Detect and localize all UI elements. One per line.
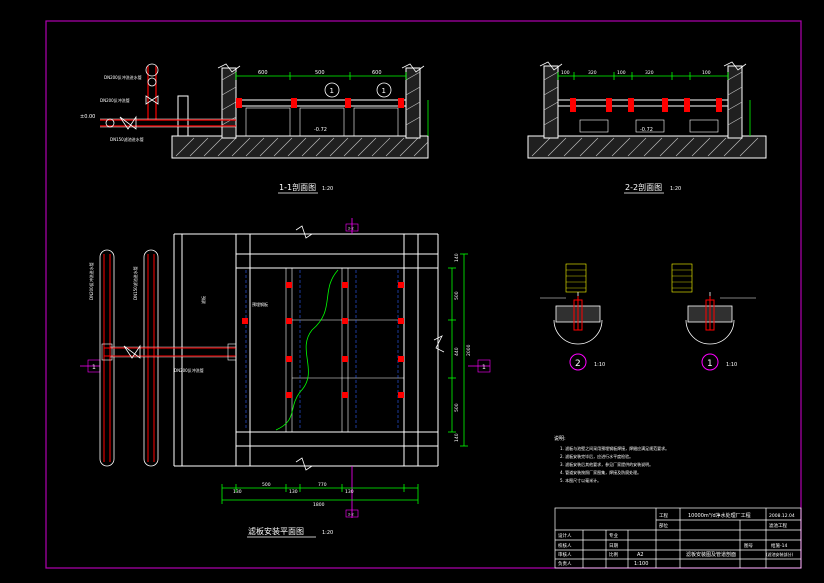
section-2-dim-2: 320 (588, 70, 597, 76)
plan-pipe-note-3: DN200反冲洗管 (174, 367, 204, 373)
notes-line-2: 2. 滤板安装完毕后，应进行水平度检验。 (560, 453, 633, 459)
section-1-1: 600 500 600 1 1 -0.72 ±0.00 DN200反冲洗进水管 … (80, 63, 429, 194)
notes-block: 说明: 1. 滤板与池壁之间采用预埋钢板焊接，焊缝应满足规范要求。 2. 滤板安… (554, 435, 669, 483)
section-1-pipes (100, 63, 236, 130)
detail-1-scale: 1:10 (726, 362, 737, 368)
plan-inner-note-1: 滤板 (200, 296, 206, 304)
notes-line-1: 1. 滤板与池壁之间采用预埋钢板焊接，焊缝应满足规范要求。 (560, 445, 669, 451)
plan-scale: 1:20 (322, 530, 333, 536)
section-1-level-left: ±0.00 (80, 114, 95, 120)
section-2-scale: 1:20 (670, 186, 681, 192)
tb-col-3: 比例 (609, 551, 618, 558)
notes-line-3: 3. 滤板安装后其他要求，参见厂家提供的安装说明。 (560, 461, 653, 467)
section-1-dim-2: 500 (315, 70, 325, 76)
plan-right-dim-3: 440 (454, 347, 460, 356)
title-block (554, 507, 802, 569)
tb-project-name: 10000m³/d净水处理厂工程 (688, 512, 751, 519)
tb-date: 2008.12.04 (769, 513, 795, 519)
plan-inner-note-2: 预埋钢板 (252, 301, 268, 307)
tb-col-1: 专业 (609, 532, 618, 539)
detail-2-number: 2 (575, 359, 581, 369)
section-2-right-wall (727, 65, 743, 139)
section-2-dim-4: 320 (645, 70, 654, 76)
plan-right-dim-4: 500 (454, 403, 460, 412)
section-1-callout-a (324, 82, 340, 98)
section-1-filter-plate (235, 99, 407, 107)
section-1-callout-b (376, 82, 392, 98)
section-2-base-slab (527, 135, 767, 159)
section-2-dim-3: 100 (617, 70, 626, 76)
detail-2-callout (569, 353, 587, 371)
plan-bottom-dim-5: 130 (345, 489, 354, 495)
plan-right-dim-2: 500 (454, 291, 460, 300)
tb-col-2: 日期 (609, 543, 618, 549)
section-1-base-slab (171, 135, 429, 159)
tb-drawing-no-label: 图号 (744, 543, 753, 549)
plan-right-dims (448, 253, 468, 447)
section-1-title: 1-1剖面图 (279, 182, 316, 192)
plan-right-total: 2000 (466, 344, 472, 356)
tb-row-2: 校核人 (558, 542, 572, 549)
plan-view: 2-2 2-2 1 1 DN200反冲洗进水管 DN150滤池进水管 DN200 (80, 218, 491, 538)
plan-title: 滤板安装平面图 (248, 526, 304, 536)
plan-cut-mark-top: 2-2 (348, 227, 354, 231)
plan-bottom-dim-2: 500 (262, 482, 271, 488)
notes-line-4: 4. 管道安装按照厂家图集，焊接及防腐处理。 (560, 469, 641, 475)
section-1-callout-a-label: 1 (330, 87, 334, 95)
section-2-level-mid: -0.72 (640, 127, 653, 133)
section-1-pipe-note-2: DN200反冲洗管 (100, 97, 130, 103)
section-2-dim-5: 100 (702, 70, 711, 76)
section-2-left-wall (543, 65, 559, 139)
section-2-title: 2-2剖面图 (625, 182, 662, 192)
detail-1-callout (701, 353, 719, 371)
plan-right-dim-5: 140 (454, 433, 460, 442)
plan-cut-mark-bottom: 2-2 (348, 513, 354, 517)
plan-bottom-dims (221, 484, 419, 504)
notes-heading: 说明: (554, 435, 566, 442)
plan-bottom-total: 1800 (313, 502, 325, 508)
tb-scale: 1:100 (634, 561, 648, 567)
plan-filter-area (249, 267, 405, 433)
section-2-2: 100 320 100 320 100 -0.72 2-2剖面图 1:20 (527, 61, 767, 194)
plan-pipe-note-1: DN200反冲洗进水管 (88, 262, 94, 300)
notes-line-5: 5. 本图尺寸以毫米计。 (560, 477, 601, 483)
section-1-level-mid: -0.72 (314, 127, 327, 133)
tb-part: 滤池工程 (769, 522, 787, 529)
plan-section-mark-left: 1 (92, 364, 96, 371)
plan-section-mark-right: 1 (482, 364, 486, 371)
plan-break-line (275, 269, 339, 431)
section-1-pipe-note-3: DN150滤池进水管 (110, 136, 144, 142)
detail-1: 1 1:10 (671, 263, 756, 371)
section-1-scale: 1:20 (322, 186, 333, 192)
tb-drawing-no-sub: (滤池安装部分) (766, 551, 794, 557)
plan-bottom-dim-4: 770 (318, 482, 327, 488)
plan-bottom-dim-3: 130 (289, 489, 298, 495)
section-2-filter-plate (557, 99, 729, 107)
tb-sheet-size: A2 (637, 552, 644, 558)
tb-row-1: 设计人 (558, 532, 572, 539)
tb-part-label: 部位 (659, 522, 668, 529)
outer-frame (45, 20, 802, 569)
section-1-pipe-note-1: DN200反冲洗进水管 (104, 74, 142, 80)
plan-pipe-note-2: DN150滤池进水管 (132, 266, 138, 300)
tb-row-4: 负责人 (558, 560, 572, 567)
plan-pipes (99, 249, 237, 467)
detail-1-number: 1 (707, 359, 713, 369)
plan-bottom-dim-1: 130 (233, 489, 242, 495)
section-1-dim-1: 600 (258, 70, 268, 76)
plan-right-dim-1: 140 (454, 253, 460, 262)
tb-project-label: 工程 (659, 512, 668, 519)
section-2-dim-1: 100 (561, 70, 570, 76)
detail-2-scale: 1:10 (594, 362, 605, 368)
section-1-callout-b-label: 1 (382, 87, 386, 95)
section-1-dim-3: 600 (372, 70, 382, 76)
tb-drawing-no: 给施-14 (771, 542, 787, 549)
tb-row-3: 审核人 (558, 551, 572, 558)
detail-2: 2 1:10 (540, 263, 605, 371)
tb-drawing-name: 滤板安装图及管道剖面 (686, 551, 736, 558)
